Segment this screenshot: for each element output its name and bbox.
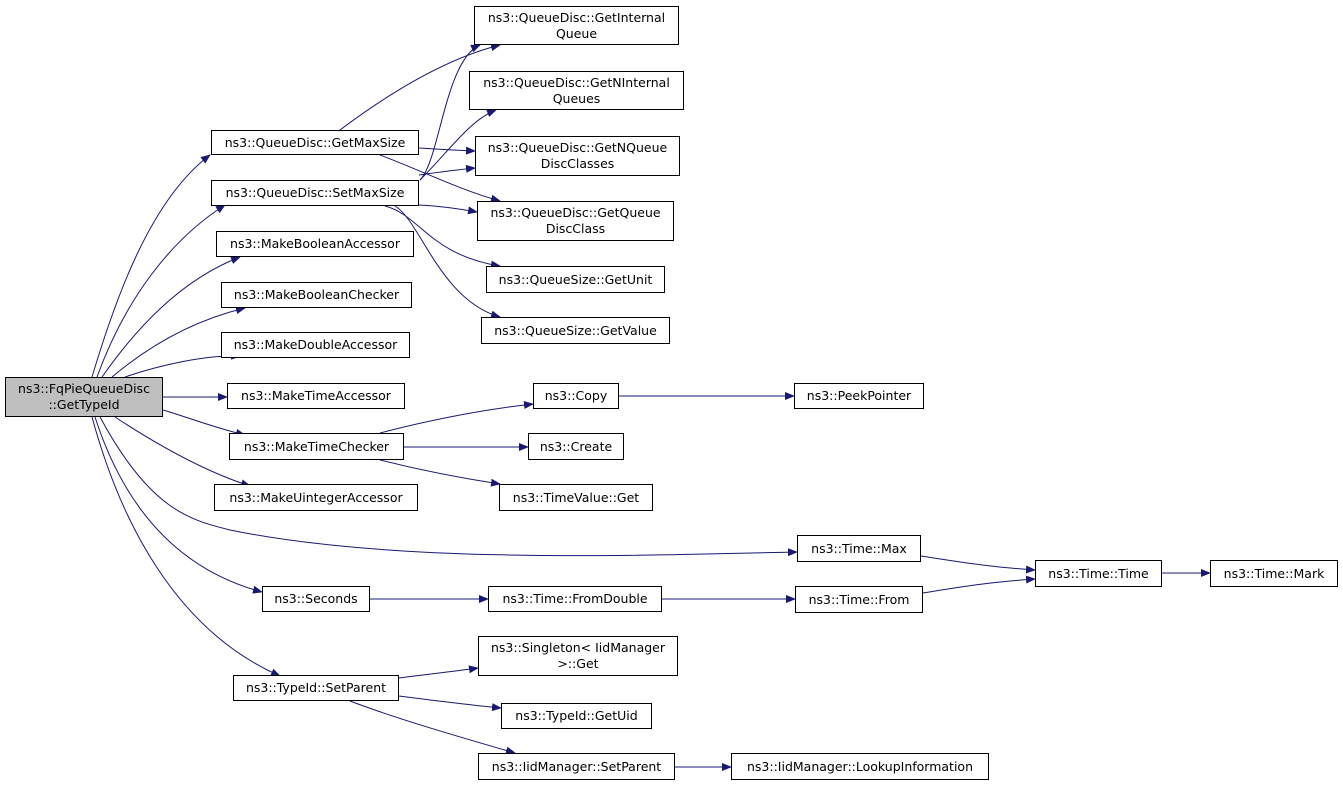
node-label: ns3::TimeValue::Get bbox=[512, 489, 640, 505]
node-label: ns3::MakeBooleanAccessor bbox=[230, 236, 400, 251]
node-make-boolean-checker[interactable]: ns3::MakeBooleanChecker bbox=[221, 282, 412, 308]
edge-root-to-make-boolean-accessor bbox=[101, 256, 241, 378]
node-label: ns3::Singleton< IidManager bbox=[490, 640, 666, 655]
node-label: ns3::Create bbox=[539, 438, 613, 454]
root-node: ns3::FqPieQueueDisc::GetTypeId bbox=[5, 377, 163, 417]
edge-set-max-size-to-get-ninternal-queues bbox=[419, 109, 497, 181]
node-singleton-get[interactable]: ns3::Singleton< IidManager>::Get bbox=[478, 636, 678, 676]
node-label: ns3::QueueSize::GetValue bbox=[494, 322, 657, 338]
node-label: ns3::MakeDoubleAccessor bbox=[233, 337, 398, 352]
node-label: DiscClasses bbox=[540, 156, 615, 171]
node-time-from-double[interactable]: ns3::Time::FromDouble bbox=[488, 586, 662, 612]
node-label: ::GetTypeId bbox=[48, 397, 120, 412]
node-label: >::Get bbox=[557, 656, 599, 671]
edge-time-from-to-time-time bbox=[922, 575, 1036, 594]
node-type-id-get-uid[interactable]: ns3::TypeId::GetUid bbox=[501, 703, 652, 729]
node-make-time-accessor[interactable]: ns3::MakeTimeAccessor bbox=[227, 383, 405, 409]
edge-get-max-size-to-get-nqueue-disc-classes bbox=[418, 146, 476, 155]
node-label: ns3::QueueDisc::GetQueue bbox=[490, 205, 661, 220]
node-label: ns3::MakeBooleanChecker bbox=[233, 287, 400, 302]
node-set-max-size[interactable]: ns3::QueueDisc::SetMaxSize bbox=[211, 180, 419, 206]
node-label: ns3::QueueDisc::GetNQueue bbox=[487, 140, 668, 155]
edge-root-to-make-time-checker bbox=[162, 409, 246, 437]
node-get-max-size[interactable]: ns3::QueueDisc::GetMaxSize bbox=[211, 130, 419, 155]
edge-set-max-size-to-get-queue-disc-class bbox=[418, 204, 478, 215]
edge-set-max-size-to-get-internal-queue bbox=[419, 44, 481, 181]
node-time-time[interactable]: ns3::Time::Time bbox=[1035, 560, 1162, 587]
edge-type-id-set-parent-to-iid-manager-set-parent bbox=[349, 700, 516, 755]
node-label: DiscClass bbox=[545, 221, 606, 236]
node-label: ns3::QueueDisc::SetMaxSize bbox=[225, 185, 405, 200]
node-label: ns3::Time::Mark bbox=[1223, 565, 1325, 581]
node-peek-pointer[interactable]: ns3::PeekPointer bbox=[794, 383, 924, 409]
node-label: ns3::Copy bbox=[544, 388, 608, 403]
node-make-double-accessor[interactable]: ns3::MakeDoubleAccessor bbox=[221, 332, 410, 358]
edge-set-max-size-to-queue-size-get-value bbox=[394, 205, 501, 319]
node-label: ns3::QueueSize::GetUnit bbox=[498, 271, 653, 287]
edge-set-max-size-to-queue-size-get-unit bbox=[384, 205, 501, 269]
node-label: ns3::QueueDisc::GetInternal bbox=[487, 9, 666, 25]
node-time-mark[interactable]: ns3::Time::Mark bbox=[1210, 560, 1338, 587]
node-queue-size-get-value[interactable]: ns3::QueueSize::GetValue bbox=[481, 317, 670, 344]
node-make-uinteger-accessor[interactable]: ns3::MakeUintegerAccessor bbox=[214, 484, 418, 511]
node-seconds[interactable]: ns3::Seconds bbox=[262, 586, 370, 612]
edge-root-to-get-max-size bbox=[91, 154, 211, 378]
edge-set-max-size-to-get-nqueue-disc-classes bbox=[418, 164, 476, 176]
node-label: ns3::TypeId::SetParent bbox=[245, 680, 387, 695]
node-label: ns3::QueueDisc::GetNInternal bbox=[483, 74, 670, 90]
node-queue-size-get-unit[interactable]: ns3::QueueSize::GetUnit bbox=[486, 266, 665, 293]
node-label: Queue bbox=[555, 25, 598, 41]
node-create[interactable]: ns3::Create bbox=[528, 433, 624, 460]
node-iid-manager-set-parent[interactable]: ns3::IidManager::SetParent bbox=[478, 753, 675, 780]
node-label: ns3::Time::Time bbox=[1048, 565, 1149, 581]
node-time-max[interactable]: ns3::Time::Max bbox=[797, 535, 921, 562]
node-time-from[interactable]: ns3::Time::From bbox=[795, 586, 923, 613]
node-label: ns3::TypeId::GetUid bbox=[515, 708, 638, 723]
node-type-id-set-parent[interactable]: ns3::TypeId::SetParent bbox=[233, 675, 399, 701]
node-label: ns3::PeekPointer bbox=[806, 388, 912, 403]
node-label: ns3::Time::FromDouble bbox=[502, 591, 648, 606]
edge-get-max-size-to-get-queue-disc-class bbox=[379, 154, 501, 203]
edge-root-to-time-max bbox=[99, 416, 798, 557]
edge-root-to-make-double-accessor bbox=[124, 351, 241, 378]
node-iid-manager-lookup-information[interactable]: ns3::IidManager::LookupInformation bbox=[731, 753, 989, 780]
edge-root-to-make-uinteger-accessor bbox=[114, 416, 251, 488]
edge-root-to-type-id-set-parent bbox=[91, 416, 281, 677]
node-label: ns3::IidManager::LookupInformation bbox=[746, 758, 973, 774]
node-copy[interactable]: ns3::Copy bbox=[533, 383, 619, 409]
node-label: ns3::QueueDisc::GetMaxSize bbox=[224, 134, 406, 150]
edge-make-time-checker-to-copy bbox=[379, 401, 534, 434]
node-label: ns3::FqPieQueueDisc bbox=[18, 381, 150, 396]
node-label: ns3::Time::Max bbox=[811, 540, 907, 556]
edge-make-time-checker-to-time-value-get bbox=[379, 459, 501, 487]
edge-root-to-set-max-size bbox=[96, 204, 226, 378]
node-time-value-get[interactable]: ns3::TimeValue::Get bbox=[499, 484, 653, 511]
node-label: Queues bbox=[552, 90, 601, 106]
edge-time-max-to-time-time bbox=[920, 555, 1036, 574]
edge-root-to-seconds bbox=[94, 416, 263, 594]
node-label: ns3::MakeTimeAccessor bbox=[241, 388, 391, 403]
node-make-time-checker[interactable]: ns3::MakeTimeChecker bbox=[229, 433, 404, 460]
edge-type-id-set-parent-to-type-id-get-uid bbox=[398, 695, 502, 712]
edge-type-id-set-parent-to-singleton-get bbox=[398, 665, 479, 679]
node-make-boolean-accessor[interactable]: ns3::MakeBooleanAccessor bbox=[216, 231, 414, 257]
edge-root-to-make-boolean-checker bbox=[111, 306, 246, 378]
node-label: ns3::IidManager::SetParent bbox=[491, 758, 662, 774]
node-label: ns3::Time::From bbox=[808, 591, 910, 607]
node-label: ns3::MakeUintegerAccessor bbox=[229, 489, 403, 505]
node-label: ns3::Seconds bbox=[274, 591, 358, 606]
node-label: ns3::MakeTimeChecker bbox=[243, 438, 390, 454]
